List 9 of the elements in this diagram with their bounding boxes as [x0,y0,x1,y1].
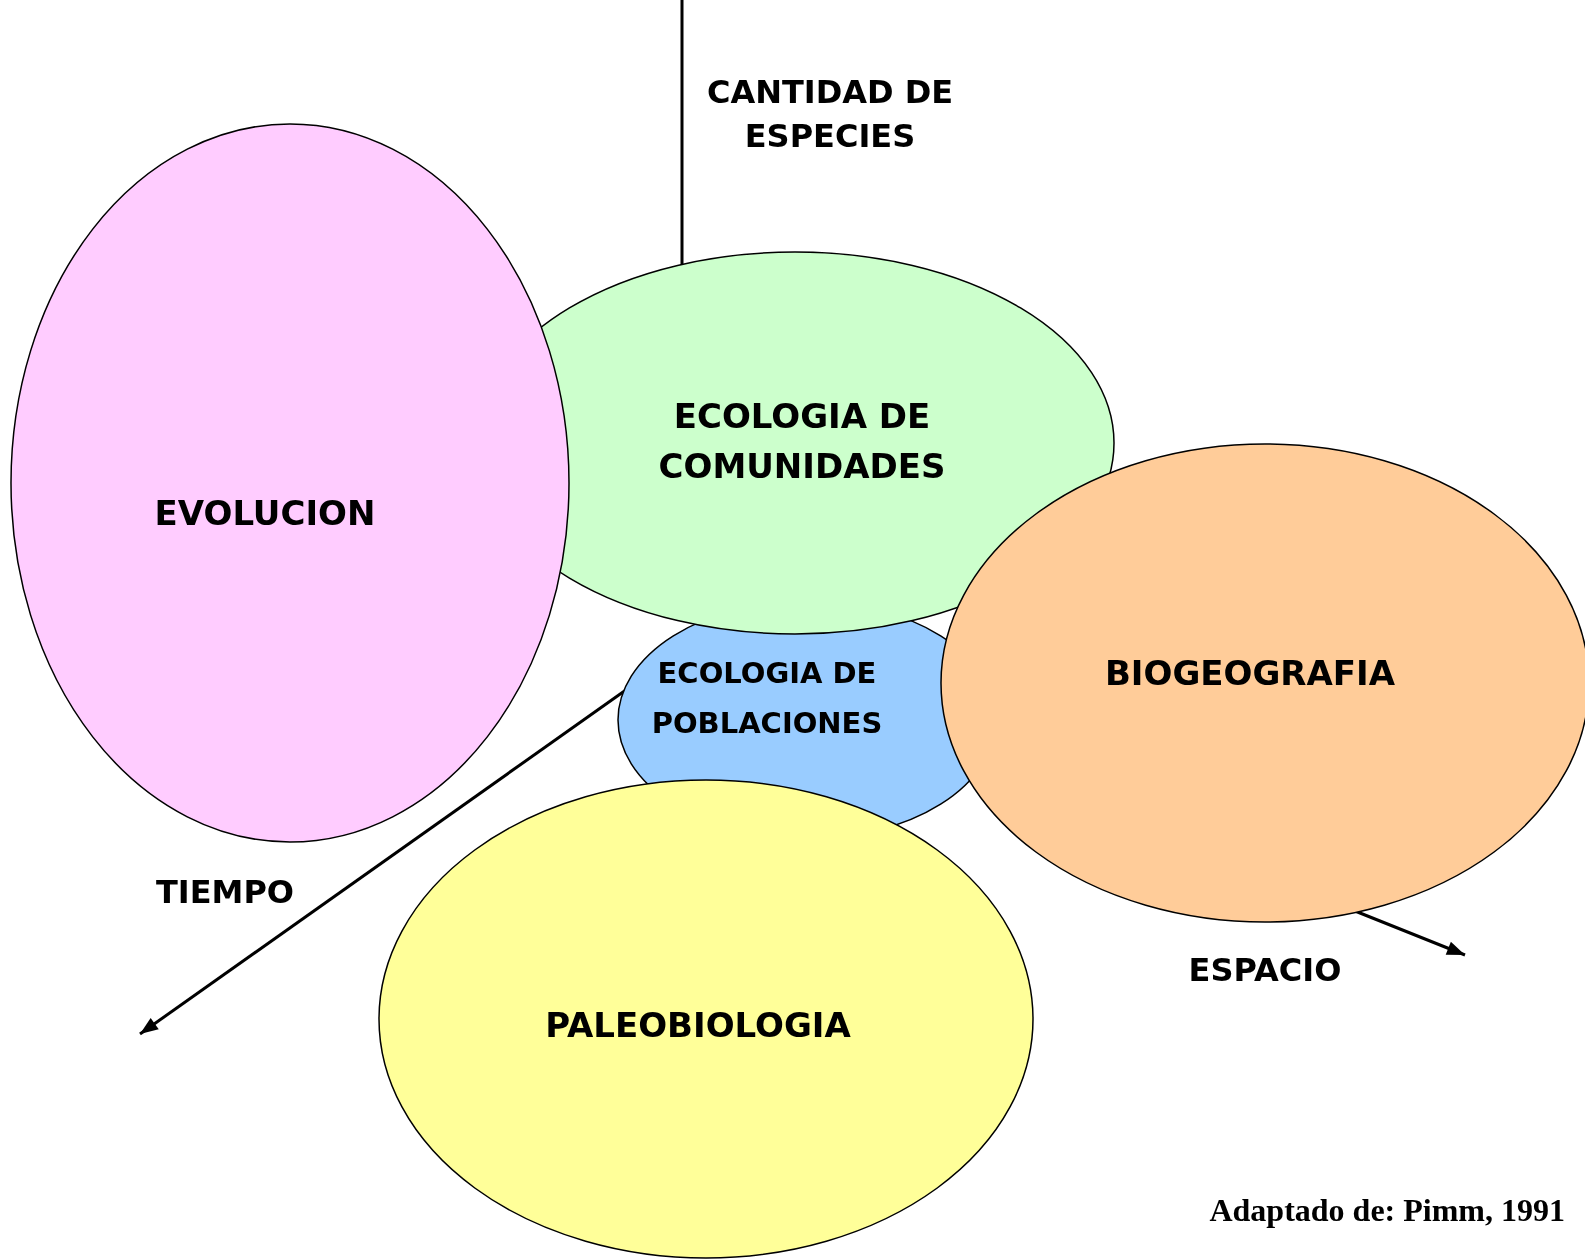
discipline-label: PALEOBIOLOGIA [544,1004,852,1047]
discipline-label: ECOLOGIA DE POBLACIONES [650,655,884,742]
discipline-label: EVOLUCION [153,492,377,535]
axis-label: CANTIDAD DE ESPECIES [705,72,955,157]
discipline-label: ECOLOGIA DE COMUNIDADES [657,395,947,488]
axis-label: TIEMPO [154,872,296,913]
axis-label: ESPACIO [1187,950,1343,991]
source-note: Adaptado de: Pimm, 1991 [1209,1192,1565,1229]
discipline-label: BIOGEOGRAFIA [1103,652,1397,695]
